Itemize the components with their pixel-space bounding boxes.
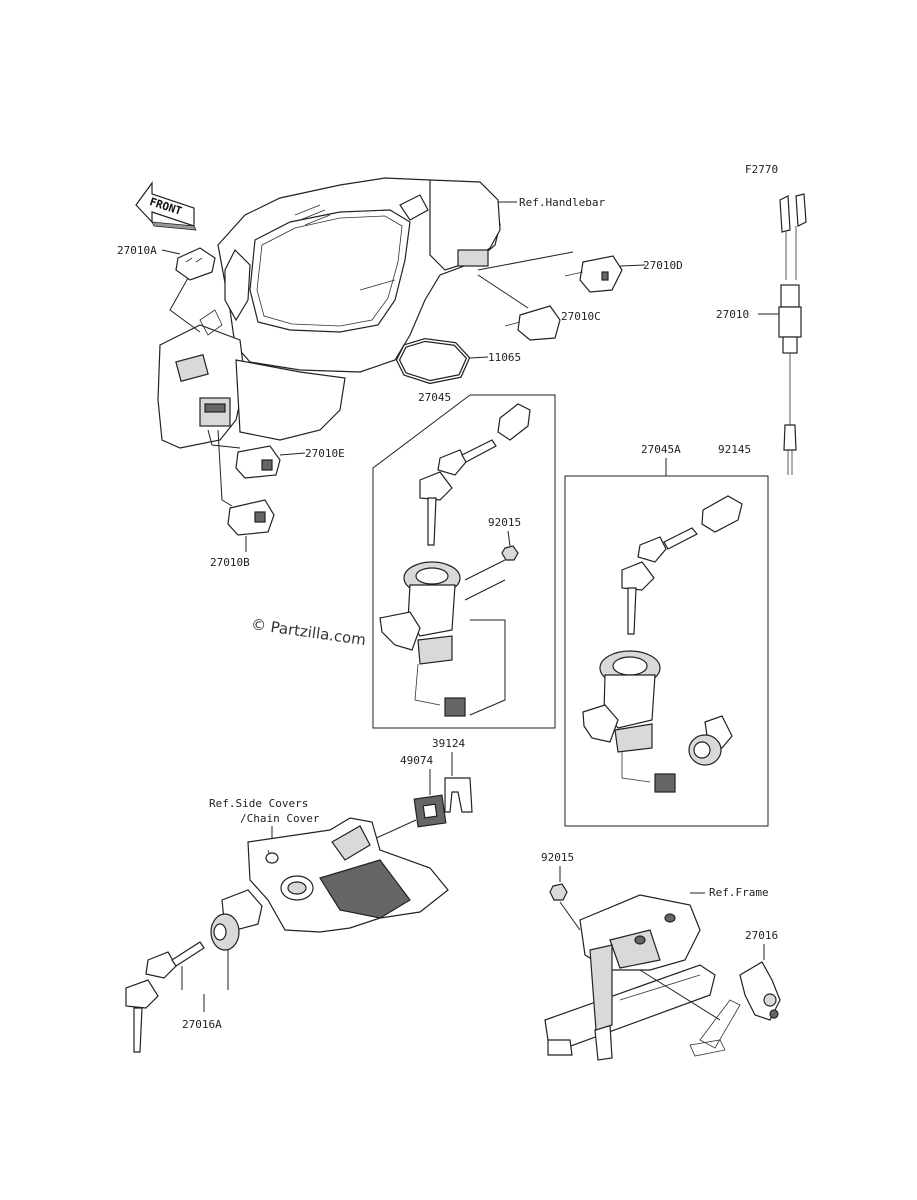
- seal-49074: [413, 794, 447, 828]
- callout-27045A: 27045A: [641, 443, 681, 456]
- plate-39124: [444, 777, 473, 813]
- callout-11065: 11065: [488, 351, 521, 364]
- callout-92015-lower: 92015: [541, 851, 574, 864]
- side-cover: [247, 817, 449, 933]
- callout-27045: 27045: [418, 391, 451, 404]
- ref-frame: Ref.Frame: [709, 886, 769, 899]
- callout-27010: 27010: [716, 308, 749, 321]
- callout-27016A: 27016A: [182, 1018, 222, 1031]
- switch-27010E: [235, 445, 281, 479]
- callout-39124: 39124: [432, 737, 465, 750]
- seat-lock-27016: [689, 961, 781, 1057]
- switch-27010C: [504, 305, 561, 341]
- figure-code: F2770: [745, 163, 778, 176]
- box-27045A: [564, 475, 769, 827]
- callout-92015-upper: 92015: [488, 516, 521, 529]
- front-arrow-icon: FRONT: [135, 181, 197, 231]
- watermark: © Partzilla.com: [250, 615, 367, 649]
- nut-92015-upper: [501, 545, 519, 561]
- callout-27010E: 27010E: [305, 447, 345, 460]
- ref-side-covers-2: /Chain Cover: [240, 812, 320, 825]
- switch-27010B: [227, 499, 275, 536]
- gasket-11065: [395, 337, 471, 385]
- switch-27010A: [175, 247, 216, 281]
- ref-handlebar: Ref.Handlebar: [519, 196, 605, 209]
- callout-49074: 49074: [400, 754, 433, 767]
- nut-92015-lower: [549, 883, 568, 901]
- callout-92145: 92145: [718, 443, 751, 456]
- ignition-switch-27045: [379, 403, 531, 717]
- callout-27010C: 27010C: [561, 310, 601, 323]
- callout-27016: 27016: [745, 929, 778, 942]
- frame-bracket: [544, 894, 716, 1061]
- key-lock-set-27016A: [125, 889, 263, 1053]
- callout-27010D: 27010D: [643, 259, 683, 272]
- callout-27010A: 27010A: [117, 244, 157, 257]
- stop-switch-27010: [778, 193, 807, 475]
- handlebar-cover-assembly: [157, 177, 501, 449]
- ignition-switch-27045A: [582, 495, 743, 793]
- callout-27010B: 27010B: [210, 556, 250, 569]
- ref-side-covers-1: Ref.Side Covers: [209, 797, 308, 810]
- switch-27010D: [564, 255, 623, 293]
